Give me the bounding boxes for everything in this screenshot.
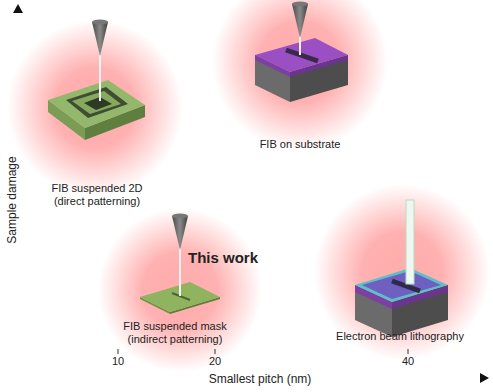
resist-block xyxy=(355,268,448,337)
tick-mark xyxy=(408,349,409,354)
damage-glow xyxy=(98,208,262,372)
highlight-label: This work xyxy=(188,249,258,267)
tick-label: 10 xyxy=(112,355,124,368)
damage-glow xyxy=(212,0,388,150)
tick-label: 40 xyxy=(402,355,414,368)
damage-glow xyxy=(7,20,183,196)
substrate-block xyxy=(255,38,348,102)
tick-label: 20 xyxy=(209,355,221,368)
tick-mark xyxy=(215,349,216,354)
suspended-frame xyxy=(48,80,145,140)
axis-title: Sample damage xyxy=(5,156,19,243)
axis-title: Smallest pitch (nm) xyxy=(209,372,312,386)
axis-arrow xyxy=(13,4,23,13)
ion-beam-column xyxy=(92,20,108,102)
axis-arrow xyxy=(480,373,489,383)
method-label: Electron beam lithography xyxy=(336,330,464,343)
tick-mark xyxy=(118,349,119,354)
method-label: FIB on substrate xyxy=(260,138,341,151)
method-label: FIB suspended mask (indirect patterning) xyxy=(114,320,236,346)
ion-beam-column xyxy=(172,214,188,297)
method-label: FIB suspended 2D (direct patterning) xyxy=(41,182,153,208)
damage-glow xyxy=(314,184,490,360)
electron-beam xyxy=(406,200,414,284)
ion-beam-column xyxy=(292,2,308,56)
